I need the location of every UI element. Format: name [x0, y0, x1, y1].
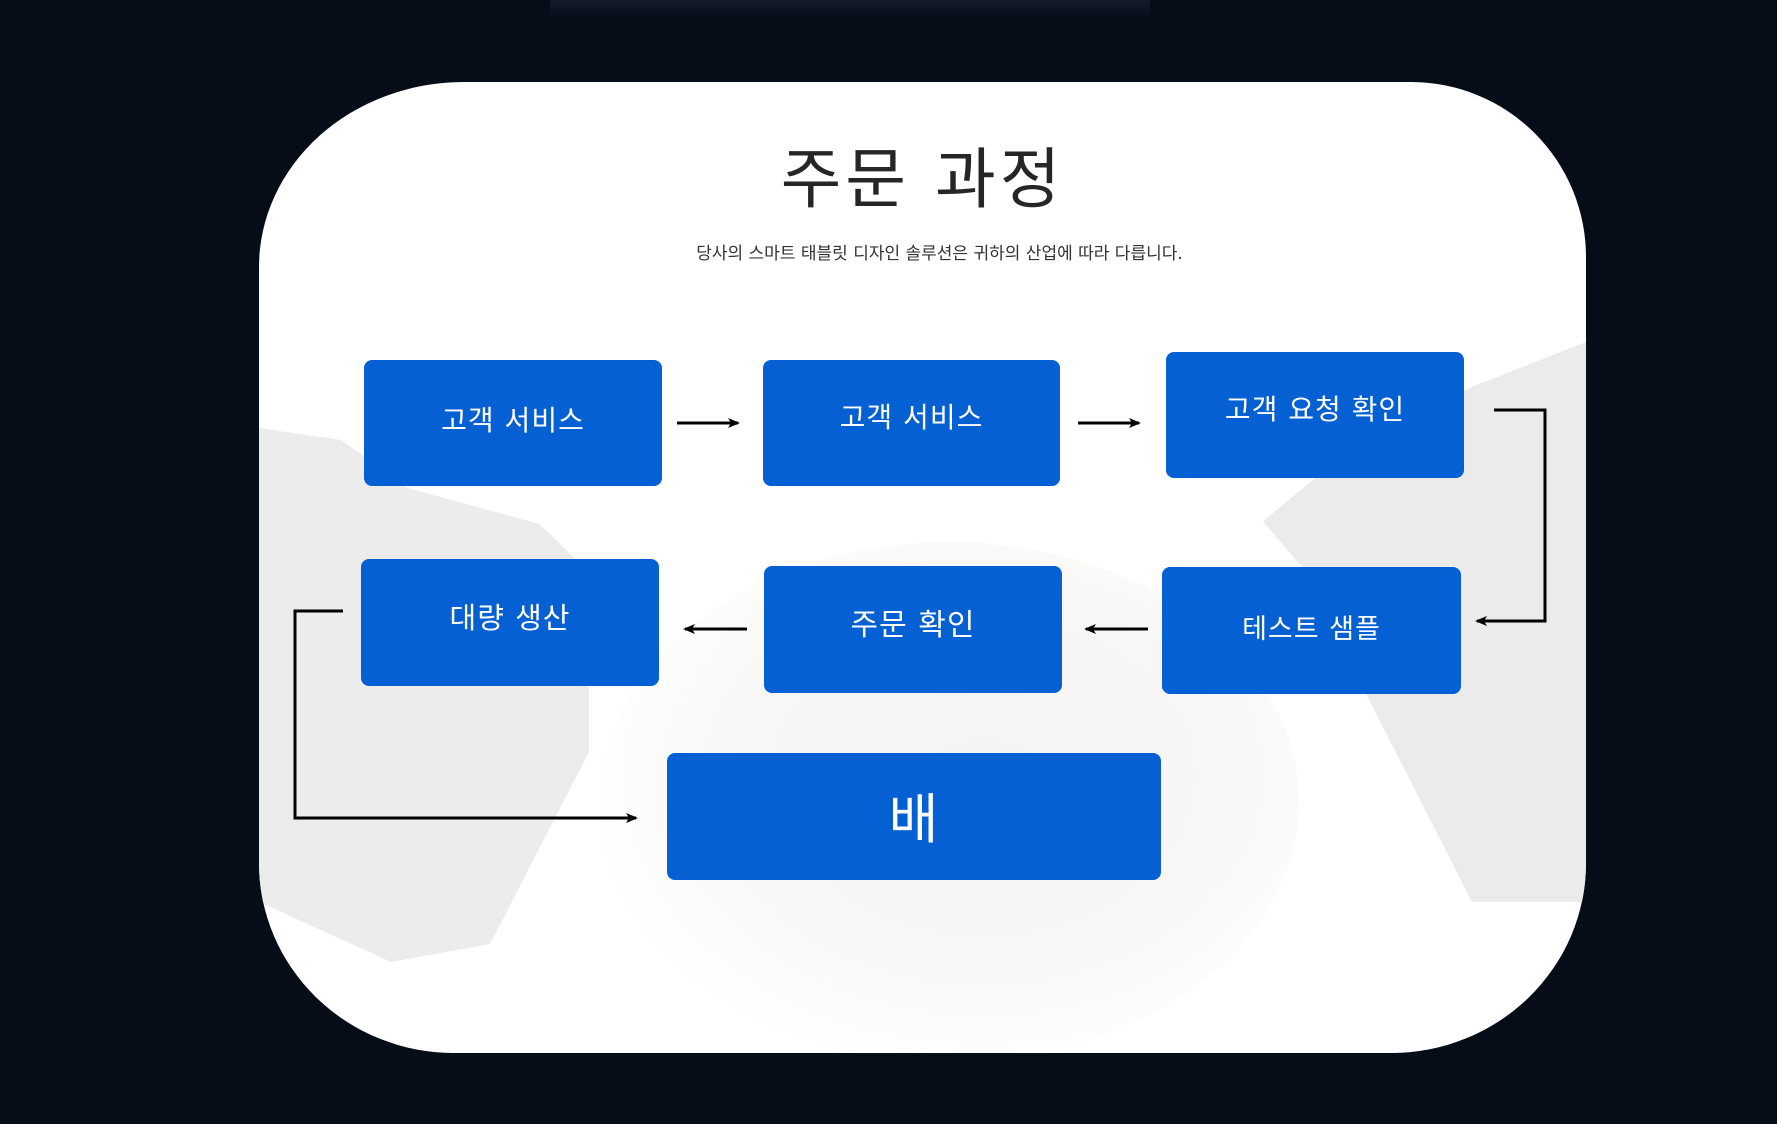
- step-box-customer-service-2: 고객 서비스: [763, 360, 1060, 486]
- step-box-shipping: 배: [667, 753, 1161, 880]
- step-box-mass-production: 대량 생산: [361, 559, 659, 686]
- step-box-test-sample: 테스트 샘플: [1162, 567, 1461, 694]
- step-label: 대량 생산: [449, 601, 571, 635]
- step-box-confirm-customer-request: 고객 요청 확인: [1166, 352, 1464, 478]
- step-label: 고객 서비스: [839, 401, 984, 434]
- step-label: 주문 확인: [850, 608, 976, 643]
- step-label: 테스트 샘플: [1242, 614, 1381, 645]
- step-box-order-confirmation: 주문 확인: [764, 566, 1062, 693]
- diagram-subtitle: 당사의 스마트 태블릿 디자인 솔루션은 귀하의 산업에 따라 다릅니다.: [696, 244, 1183, 264]
- step-label: 배: [888, 788, 940, 851]
- step-label: 고객 요청 확인: [1224, 393, 1406, 426]
- diagram-title: 주문 과정: [780, 141, 1065, 218]
- step-box-customer-service-1: 고객 서비스: [364, 360, 662, 486]
- background-glow: [550, 0, 1150, 20]
- step-label: 고객 서비스: [441, 404, 585, 437]
